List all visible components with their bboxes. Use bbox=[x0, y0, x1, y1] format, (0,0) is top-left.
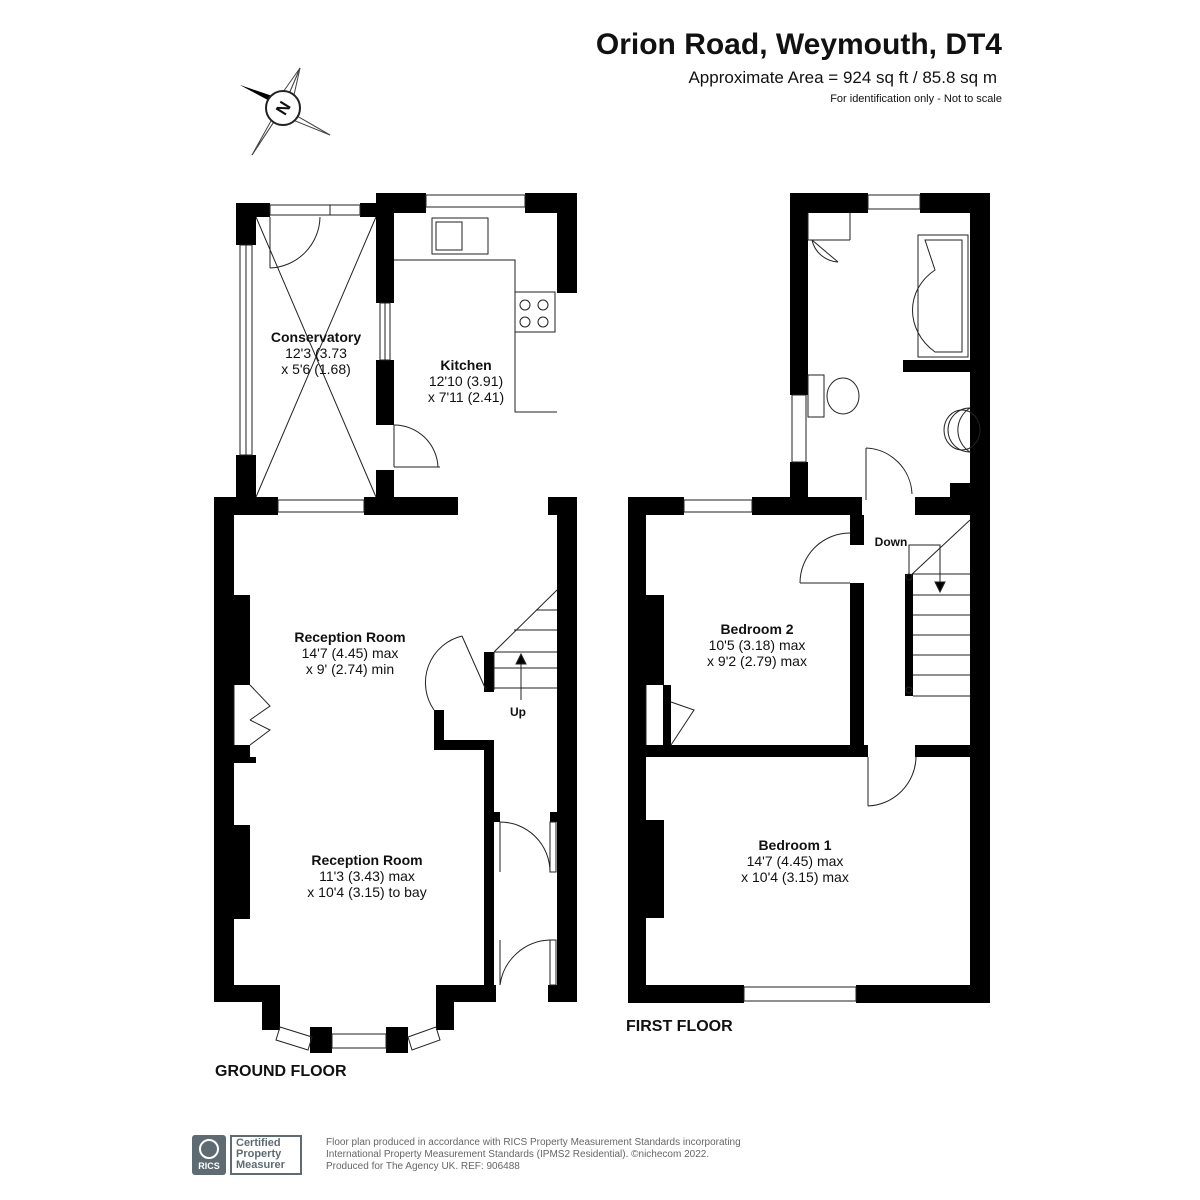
room-name: Kitchen bbox=[440, 357, 491, 373]
ground-floor-walls bbox=[214, 193, 577, 1053]
scale-note: For identification only - Not to scale bbox=[830, 93, 1002, 105]
room-name: Bedroom 2 bbox=[720, 621, 793, 637]
cert-line: Certified bbox=[236, 1137, 281, 1149]
certified-badge: Certified Property Measurer bbox=[230, 1135, 302, 1175]
stairs-up-label: Up bbox=[510, 705, 526, 719]
footnote: Floor plan produced in accordance with R… bbox=[326, 1137, 796, 1173]
room-dimension: x 5'6 (1.68) bbox=[281, 361, 351, 377]
room-dimension: 12'10 (3.91) bbox=[429, 373, 503, 389]
area-text: Approximate Area = 924 sq ft / 85.8 sq m bbox=[688, 68, 997, 87]
reception-room-1-label: Reception Room 14'7 (4.45) max x 9' (2.7… bbox=[294, 629, 405, 677]
stairs-down-label: Down bbox=[875, 535, 908, 549]
page-title: Orion Road, Weymouth, DT4 bbox=[595, 28, 1002, 61]
rics-text: RICS bbox=[198, 1161, 220, 1171]
ground-floor-lines bbox=[233, 194, 558, 1051]
room-dimension: x 9' (2.74) min bbox=[306, 661, 394, 677]
room-name: Bedroom 1 bbox=[758, 837, 831, 853]
footer: RICS Certified Property Measurer Floor p… bbox=[192, 1134, 796, 1176]
footnote-line: International Property Measurement Stand… bbox=[326, 1149, 710, 1160]
room-dimension: x 7'11 (2.41) bbox=[428, 389, 504, 405]
footnote-line: Floor plan produced in accordance with R… bbox=[326, 1137, 741, 1148]
compass-icon: N bbox=[240, 67, 331, 156]
room-dimension: 14'7 (4.45) max bbox=[747, 853, 844, 869]
first-floor-lines bbox=[645, 194, 981, 1002]
room-dimension: 14'7 (4.45) max bbox=[302, 645, 399, 661]
bedroom-2-label: Bedroom 2 10'5 (3.18) max x 9'2 (2.79) m… bbox=[707, 621, 807, 669]
room-dimension: 11'3 (3.43) max bbox=[319, 868, 415, 884]
room-name: Reception Room bbox=[294, 629, 405, 645]
conservatory-label: Conservatory 12'3 (3.73 x 5'6 (1.68) bbox=[271, 329, 361, 377]
room-dimension: 12'3 (3.73 bbox=[285, 345, 347, 361]
rics-logo-icon: RICS bbox=[192, 1135, 226, 1175]
room-dimension: x 9'2 (2.79) max bbox=[707, 653, 807, 669]
room-dimension: x 10'4 (3.15) max bbox=[741, 869, 849, 885]
first-floor-walls bbox=[628, 193, 990, 1003]
room-name: Conservatory bbox=[271, 329, 361, 345]
cert-line: Property bbox=[236, 1148, 282, 1160]
first-floor-label: FIRST FLOOR bbox=[626, 1018, 733, 1035]
cert-line: Measurer bbox=[236, 1159, 285, 1171]
room-dimension: x 10'4 (3.15) to bay bbox=[307, 884, 426, 900]
kitchen-label: Kitchen 12'10 (3.91) x 7'11 (2.41) bbox=[428, 357, 504, 405]
room-dimension: 10'5 (3.18) max bbox=[709, 637, 806, 653]
bedroom-1-label: Bedroom 1 14'7 (4.45) max x 10'4 (3.15) … bbox=[741, 837, 849, 885]
room-name: Reception Room bbox=[311, 852, 422, 868]
footnote-line: Produced for The Agency UK. REF: 906488 bbox=[326, 1161, 520, 1172]
reception-room-2-label: Reception Room 11'3 (3.43) max x 10'4 (3… bbox=[307, 852, 426, 900]
ground-floor-label: GROUND FLOOR bbox=[215, 1063, 347, 1080]
